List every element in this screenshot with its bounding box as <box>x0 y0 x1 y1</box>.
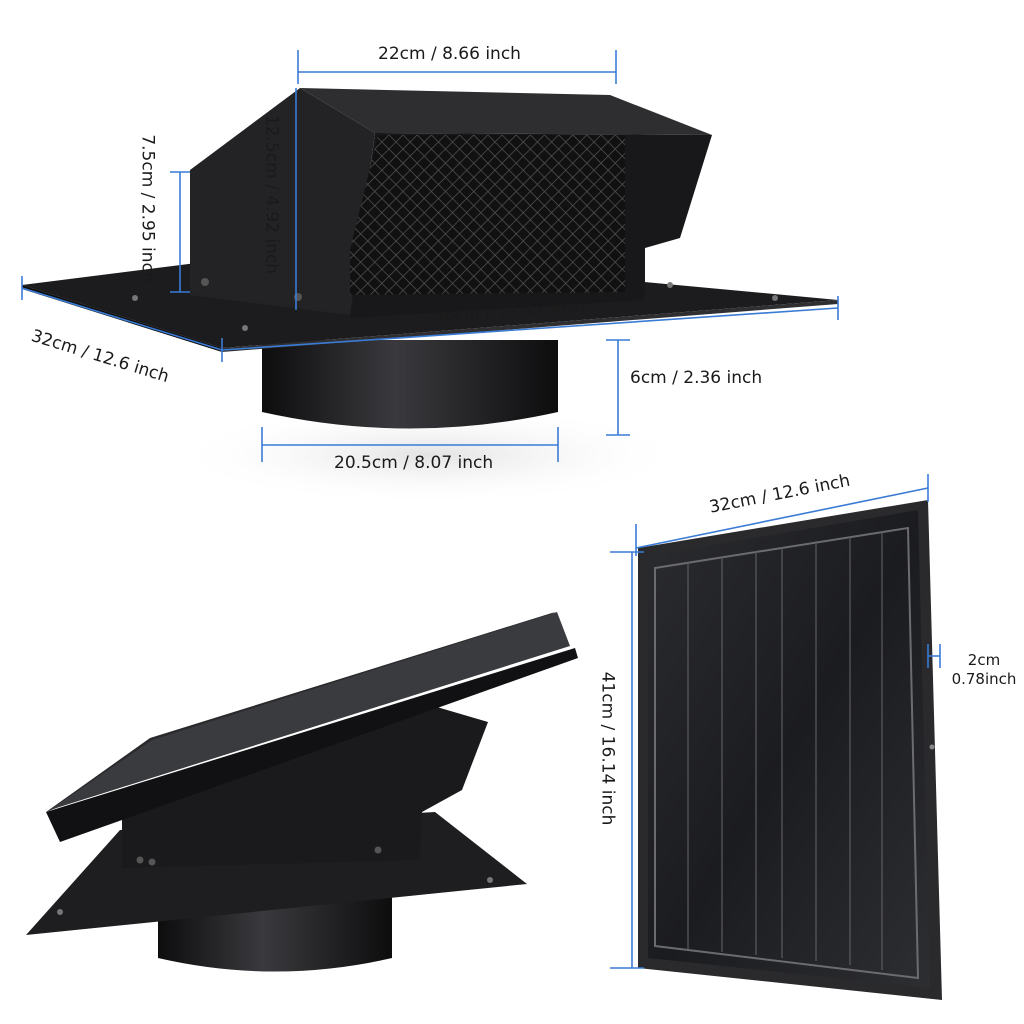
fan-housing <box>122 705 488 868</box>
dimension-lines <box>21 50 941 969</box>
panel-height-label: 41cm / 16.14 inch <box>597 671 618 826</box>
vent-floor-shadow <box>170 405 690 505</box>
hood-screw <box>201 278 209 286</box>
flange-hole <box>242 325 248 331</box>
solar-panel-front-illustration <box>638 500 942 1000</box>
tilted-solar-panel-edge <box>46 648 578 842</box>
flange-hole <box>667 282 673 288</box>
housing-screw <box>136 856 144 864</box>
flange-hole <box>57 909 63 915</box>
flange-hole <box>772 295 778 301</box>
hood-front-height-label: 7.5cm / 2.95 inch <box>137 134 158 283</box>
panel-inner-border <box>654 526 920 980</box>
panel-frame-hole <box>929 744 935 750</box>
flange-hole <box>132 295 138 301</box>
housing-screw <box>374 846 382 854</box>
tilted-solar-panel-surface <box>50 612 570 810</box>
hood-left-side <box>190 88 375 315</box>
hood-width-label: 22cm / 8.66 inch <box>378 44 521 64</box>
vent-collar <box>262 340 558 429</box>
hood-mesh-grille <box>350 135 625 295</box>
hood-height-label: 12.5cm / 4.92 inch <box>261 114 282 275</box>
flange-hole <box>487 877 493 883</box>
panel-thickness-inch: 0.78inch <box>951 669 1017 688</box>
solar-fan-side-illustration <box>26 612 578 972</box>
collar-height-label: 6cm / 2.36 inch <box>630 368 763 388</box>
panel-glass <box>648 510 930 988</box>
panel-cell-grid <box>687 531 883 970</box>
housing-screw <box>148 858 156 866</box>
hood-top <box>300 88 712 135</box>
panel-thickness-label: 2cm 0.78inch <box>944 651 1024 689</box>
panel-thickness-cm: 2cm <box>967 651 1001 669</box>
collar-diameter-label: 20.5cm / 8.07 inch <box>334 453 494 473</box>
